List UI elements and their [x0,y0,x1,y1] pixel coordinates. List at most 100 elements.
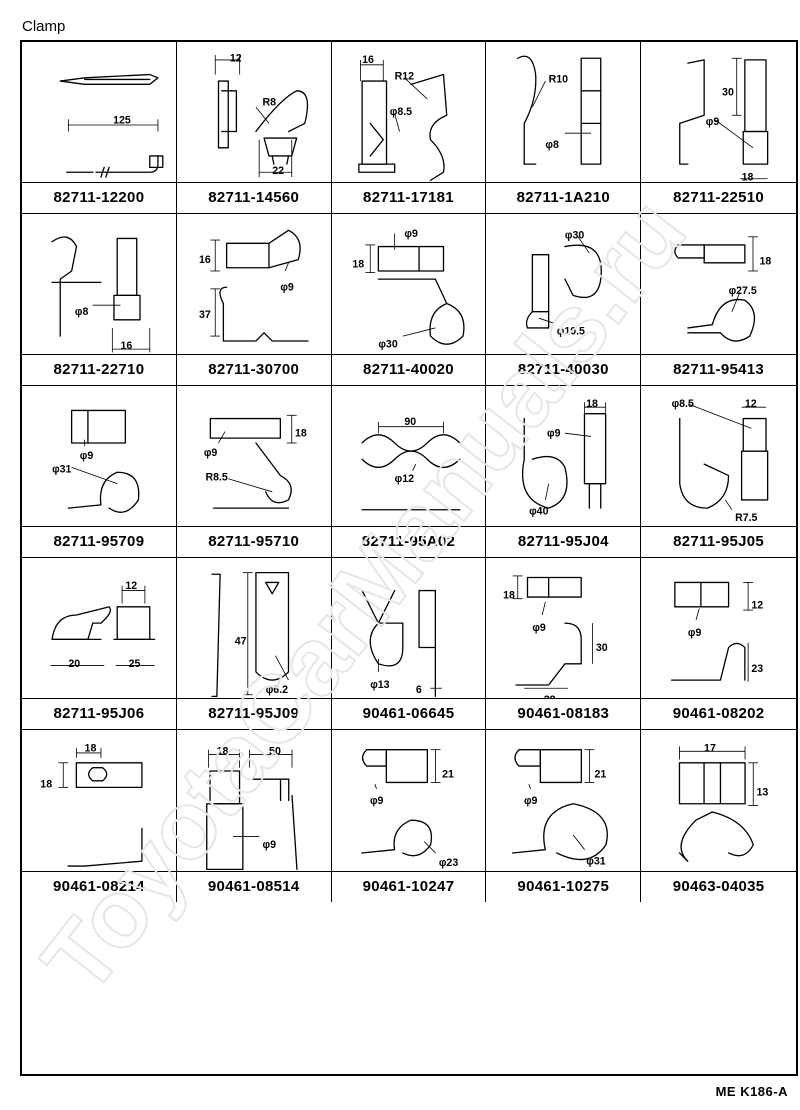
dimension-label: 6 [415,684,421,696]
dimension-label: 12 [745,398,757,410]
dimension-label: φ9 [204,447,218,459]
clamp-illustration: 18φ93028 [503,575,608,698]
dimension-label: φ10.5 [557,325,585,337]
clamp-outline [361,434,461,452]
clamp-outline [742,130,769,165]
clamp-outline [51,236,78,337]
dimension-label: 12 [752,599,764,611]
clamp-outline [357,163,395,173]
figure-code: ME K186-A [715,1084,788,1099]
dimension-label: φ9 [547,427,561,439]
dimension-label: 22 [272,165,284,177]
clamp-outline [515,622,583,686]
dimension-label: 16 [362,54,374,66]
part-number: 90461-08183 [486,698,641,729]
dimension-label: 16 [199,254,211,266]
dimension-line [403,77,428,100]
clamp-outline [703,762,722,805]
dimension-label: R8 [262,96,276,108]
clamp-outline [268,229,301,269]
clamp-outline [744,59,767,133]
dimension-label: 21 [442,769,454,781]
dimension-line [532,80,547,108]
dimension-label: φ8 [546,139,560,151]
dimension-label: 16 [120,340,132,352]
clamp-outline [225,242,270,269]
clamp-outline [116,606,151,641]
clamp-outline [220,90,237,133]
clamp-outline [255,90,308,133]
dimension-label: R7.5 [735,512,757,524]
clamp-outline [209,417,281,439]
dimension-label: φ8.5 [672,398,694,410]
clamp-outline [741,450,769,501]
dimension-label: 18 [760,255,772,267]
dimension-label: R8.5 [205,471,227,483]
clamp-outline [679,417,730,509]
dimension-label: 18 [85,742,97,754]
clamp-outline [361,749,387,767]
dimension-label: φ30 [378,338,397,350]
clamp-outline [377,245,420,272]
clamp-outline [251,778,290,802]
dimension-label: φ9 [80,450,94,462]
dimension-label: 20 [68,658,80,670]
clamp-outline [255,442,292,504]
part-number: 82711-1A210 [486,182,641,213]
dimension-line [687,403,752,429]
clamp-outline [674,244,706,259]
clamp-outline [217,80,229,149]
part-number: 82711-17181 [331,182,486,213]
dimension-label: φ9 [524,795,538,807]
dimension-line [423,841,436,854]
dimension-line [217,431,226,444]
clamp-outline [369,122,384,157]
dimension-label: 18 [586,398,598,410]
dimension-label: 13 [757,787,769,799]
dimension-label: 12 [125,580,137,592]
part-number: 82711-30700 [176,354,331,385]
clamp-outline [70,409,127,444]
dimension-label: 30 [596,642,608,654]
clamp-drawing: 18φ93028 [486,558,640,698]
dimension-label: 18 [40,778,52,790]
clamp-outline [580,57,602,165]
dimension-label: 28 [544,694,556,698]
clamp-outline [264,581,280,595]
clamp-outline [100,166,110,178]
clamp-outline [271,155,289,165]
dimension-line [573,834,586,850]
dimension-label: φ9 [280,282,294,294]
dimension-line [731,291,741,312]
dimension-line [715,119,754,149]
dimension-label: 25 [129,658,141,670]
